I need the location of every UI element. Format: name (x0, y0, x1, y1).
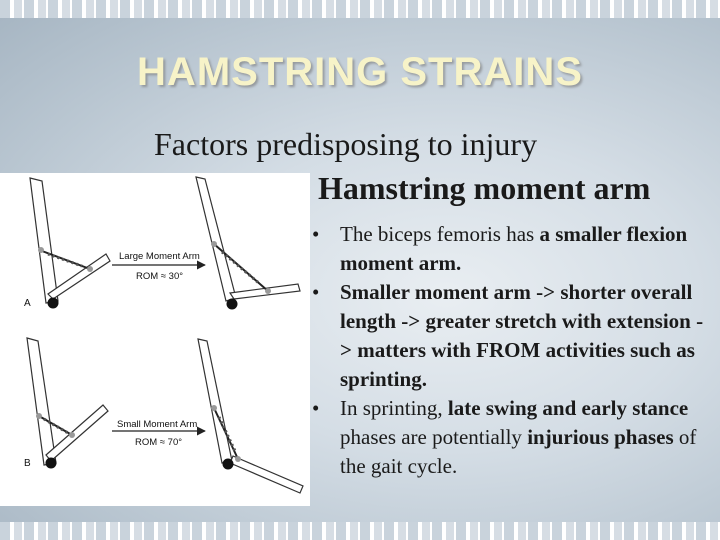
moment-arm-diagram: Large Moment Arm ROM ≈ 30° A (24, 176, 304, 494)
panel-a-label: Large Moment Arm (119, 251, 200, 262)
panel-b-letter: B (24, 458, 31, 469)
panel-b-rom: ROM ≈ 70° (135, 437, 182, 448)
bullet-item: • In sprinting, late swing and early stan… (306, 394, 706, 481)
panel-a-rom: ROM ≈ 30° (136, 271, 183, 282)
slide-subtitle: Factors predisposing to injury (154, 126, 538, 162)
panel-b-extended-leg (197, 338, 304, 494)
bullet-item: • Smaller moment arm -> shorter overall l… (306, 278, 706, 394)
bullet-text: of the gait cycle. (340, 425, 697, 478)
bullet-marker: • (312, 222, 320, 246)
panel-b: Small Moment Arm ROM ≈ 70° B (24, 337, 304, 494)
panel-a-letter: A (24, 298, 31, 309)
panel-a: Large Moment Arm ROM ≈ 30° A (24, 176, 301, 310)
bullet-text: In sprinting, (340, 396, 448, 420)
moment-arm-figure: Large Moment Arm ROM ≈ 30° A (0, 173, 310, 506)
panel-a-extended-leg (195, 176, 301, 310)
bullet-emphasis: late swing and early stance (447, 396, 689, 420)
bottom-film-strip (0, 522, 720, 540)
panel-b-flexed-leg (26, 337, 109, 469)
slide-title: HAMSTRING STRAINS (137, 50, 583, 94)
bullet-text: The biceps femoris has (340, 222, 540, 246)
bullet-emphasis: injurious phases (527, 425, 674, 449)
bullet-text: phases are potentially (340, 425, 528, 449)
bullet-marker: • (312, 280, 320, 304)
bullet-item: • The biceps femoris has a smaller flexio… (306, 220, 706, 278)
bullet-list: • The biceps femoris has a smaller flexio… (306, 220, 706, 481)
section-heading: Hamstring moment arm (318, 170, 651, 206)
bullet-emphasis: a smaller flexion moment arm. (340, 222, 688, 275)
panel-b-label: Small Moment Arm (117, 419, 197, 430)
top-film-strip (0, 0, 720, 18)
bullet-marker: • (312, 396, 320, 420)
bullet-emphasis: Smaller moment arm -> shorter overall le… (340, 280, 704, 391)
panel-a-flexed-leg (29, 177, 111, 309)
